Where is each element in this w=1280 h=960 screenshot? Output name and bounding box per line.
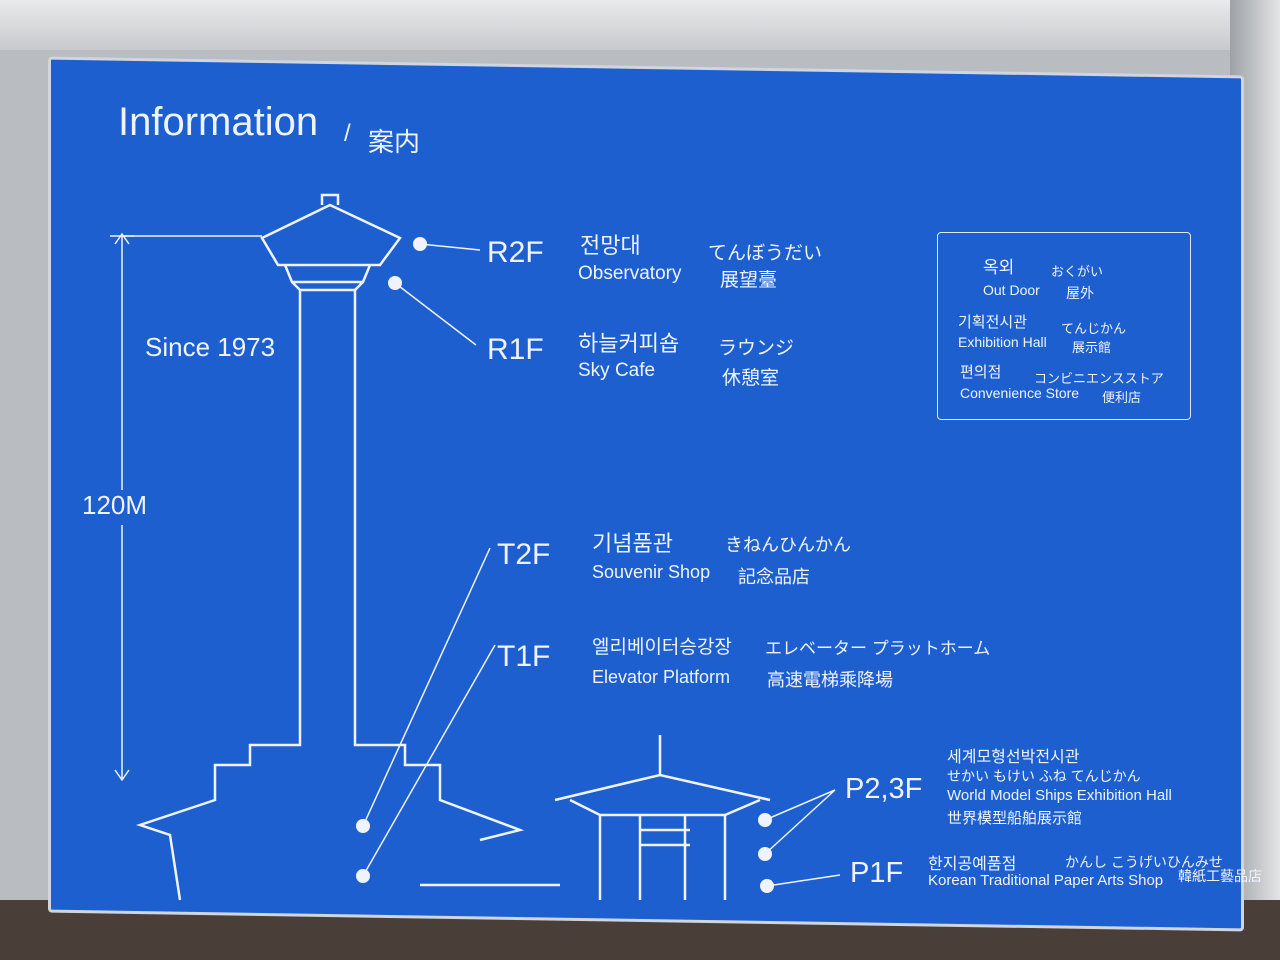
floor-korean: 전망대 (580, 233, 641, 258)
floor-korean: 기념품관 (592, 531, 673, 556)
leader-lines (362, 243, 841, 887)
floor-english: Korean Traditional Paper Arts Shop (928, 872, 1164, 889)
sign-frame-top (0, 0, 1280, 50)
floor-english: Observatory (578, 263, 682, 284)
legend-english: Convenience Store (960, 385, 1080, 401)
floor-english: Sky Cafe (578, 360, 656, 381)
legend-box: 옥외 おくがい Out Door 屋外 기획전시관 てんじかん Exhibiti… (937, 232, 1191, 420)
legend-english: Exhibition Hall (958, 334, 1047, 350)
floor-kanji: 記念品店 (738, 567, 810, 587)
legend-kana: おくがい (1051, 264, 1104, 279)
floor-code-t2f: T2F (497, 538, 551, 571)
floor-korean: 엘리베이터승강장 (592, 637, 732, 658)
floor-kanji: 休憩室 (722, 368, 780, 389)
floor-kana: エレベーター プラットホーム (765, 639, 991, 658)
floor-kanji: 高速電梯乘降場 (767, 670, 893, 690)
floor-code-t1f: T1F (497, 640, 551, 673)
floor-kana: かんし こうげいひんみせ (1065, 854, 1223, 870)
tower-drawing (136, 193, 771, 901)
legend-kana: コンビニエンスストア (1034, 371, 1164, 386)
since-label: Since 1973 (145, 332, 276, 362)
floor-kanji: 展望臺 (720, 270, 778, 291)
floor-english: World Model Ships Exhibition Hall (947, 787, 1172, 804)
sign-title: Information (118, 100, 319, 144)
floor-english: Souvenir Shop (592, 562, 711, 582)
floor-kana: せかい もけい ふね てんじかん (947, 768, 1141, 784)
floor-kana: てんぼうだい (708, 243, 823, 264)
title-separator: / (344, 120, 351, 147)
floor-code-p1f: P1F (850, 857, 904, 889)
height-marker (110, 232, 262, 782)
legend-korean: 옥외 (983, 258, 1015, 277)
floor-korean: 하늘커피숍 (578, 331, 680, 356)
floor-kana: ラウンジ (718, 338, 795, 359)
legend-kanji: 便利店 (1102, 390, 1142, 405)
floor-code-r1f: R1F (487, 333, 544, 366)
floor-korean: 한지공예품점 (928, 856, 1017, 873)
floor-korean: 세계모형선박전시관 (947, 749, 1080, 766)
legend-kanji: 屋外 (1066, 285, 1094, 301)
floor-code-r2f: R2F (487, 236, 544, 269)
floor-code-p23f: P2,3F (845, 773, 923, 805)
legend-kanji: 展示館 (1072, 340, 1112, 355)
height-label: 120M (82, 490, 148, 520)
floor-kana: きねんひんかん (725, 535, 851, 555)
legend-korean: 기획전시관 (958, 314, 1028, 331)
legend-korean: 편의점 (960, 364, 1002, 381)
floor-english: Elevator Platform (592, 667, 731, 687)
floor-kanji: 世界模型船舶展示館 (947, 810, 1083, 827)
floor-kanji: 韓紙工藝品店 (1178, 868, 1262, 884)
legend-english: Out Door (983, 282, 1040, 298)
legend-kana: てんじかん (1061, 321, 1127, 336)
title-japanese: 案内 (368, 127, 421, 157)
location-dots (356, 237, 774, 893)
